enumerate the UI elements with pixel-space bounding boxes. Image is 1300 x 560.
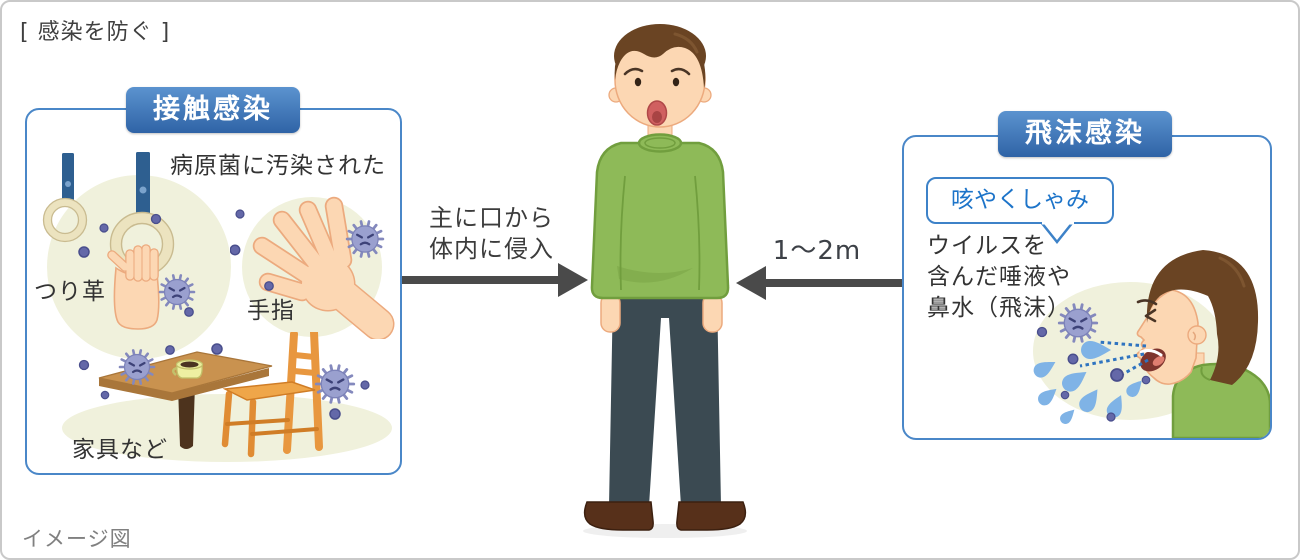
- furniture-icon: [62, 332, 392, 462]
- hand-icon: [230, 196, 395, 339]
- chair-icon: [221, 332, 323, 458]
- germ-dot-icon: [78, 246, 90, 258]
- germ-dot-icon: [184, 307, 194, 317]
- table-icon: [98, 351, 273, 449]
- germ-dot-icon: [1067, 353, 1079, 365]
- germ-dot-icon: [264, 281, 274, 291]
- image-caption: イメージ図: [22, 527, 132, 551]
- furniture-label: 家具など: [72, 437, 168, 463]
- page-title: [ 感染を防ぐ ]: [20, 20, 171, 45]
- arrow-left-icon: [736, 266, 902, 300]
- speech-bubble-tail: [1040, 222, 1074, 245]
- germ-dot-icon: [1036, 326, 1048, 338]
- droplet-infection-box: 咳やくしゃみ ウイルスを 含んだ唾液や 鼻水（飛沫）: [902, 135, 1272, 440]
- germ-dot-icon: [100, 390, 110, 400]
- germ-dot-icon: [1110, 368, 1124, 382]
- entry-route-text: 主に口から 体内に侵入: [429, 204, 554, 263]
- worried-standing-man-icon: [583, 24, 747, 538]
- germ-dot-icon: [165, 345, 175, 355]
- germ-dot-icon: [235, 209, 245, 219]
- bubble-text: 咳やくしゃみ: [951, 187, 1089, 213]
- sneezing-man-icon: [1031, 250, 1270, 438]
- droplet-box-header: 飛沫感染: [998, 111, 1172, 157]
- germ-dot-icon: [1060, 390, 1070, 400]
- droplet-icon: [1057, 405, 1079, 427]
- germ-dot-icon: [78, 359, 90, 371]
- germ-dot-icon: [99, 223, 109, 233]
- germ-dot-icon: [360, 380, 370, 390]
- hand-label: 手指: [247, 298, 295, 324]
- distance-label: 1〜2m: [772, 236, 862, 266]
- germ-dot-icon: [150, 213, 162, 225]
- germ-dot-icon: [1141, 375, 1151, 385]
- germ-dot-icon: [230, 244, 241, 256]
- strap-label: つり革: [34, 279, 106, 305]
- germ-dot-icon: [1106, 412, 1116, 422]
- sneeze-spray-icon: [1031, 303, 1151, 427]
- speech-bubble: 咳やくしゃみ: [926, 177, 1114, 224]
- cup-icon: [172, 359, 204, 379]
- contact-description: 病原菌に汚染された: [170, 153, 386, 179]
- train-strap-icon: [42, 152, 231, 359]
- droplet-description: ウイルスを 含んだ唾液や 鼻水（飛沫）: [927, 233, 1071, 321]
- contact-box-header: 接触感染: [126, 87, 300, 133]
- germ-icon: [314, 364, 356, 404]
- germ-dot-icon: [211, 343, 223, 355]
- arrow-right-icon: [402, 263, 588, 297]
- germ-dot-icon: [329, 408, 341, 420]
- gripping-hand-icon: [107, 244, 160, 330]
